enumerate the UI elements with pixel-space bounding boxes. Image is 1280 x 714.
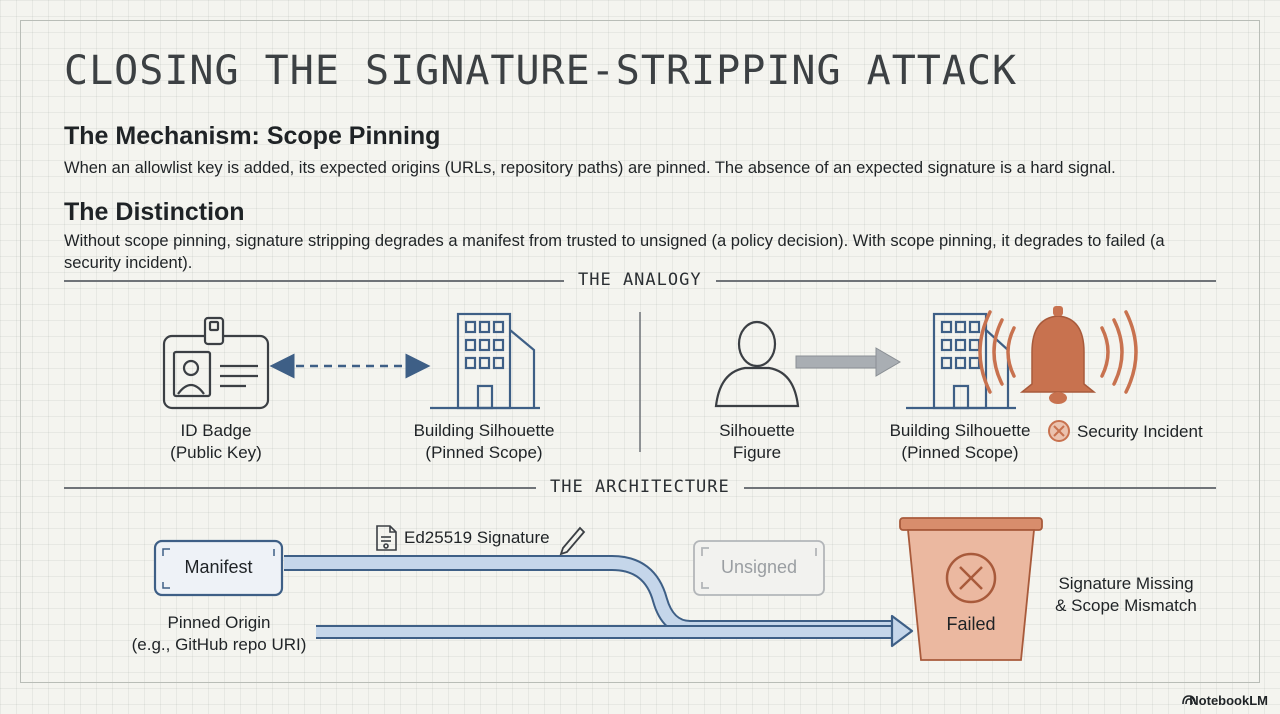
mismatch-caption-line1: Signature Missing	[1058, 574, 1194, 593]
mismatch-caption-line2: & Scope Mismatch	[1055, 596, 1197, 615]
architecture-label: THE ARCHITECTURE	[550, 477, 730, 497]
document-icon	[376, 525, 397, 551]
id-badge-icon	[162, 316, 270, 410]
flow-arrowhead	[890, 614, 914, 648]
pinned-origin-caption-line2: (e.g., GitHub repo URI)	[131, 635, 307, 654]
frame-top-line	[20, 20, 1260, 21]
brand-label: NotebookLM	[1189, 693, 1268, 708]
analogy-label: THE ANALOGY	[578, 270, 702, 290]
signature-label: Ed25519 Signature	[404, 528, 550, 547]
silhouette-figure-icon	[714, 320, 800, 408]
manifest-box	[153, 539, 284, 597]
alarm-bell-icon	[978, 306, 1138, 404]
notebooklm-logo-icon	[1182, 695, 1196, 705]
mismatch-caption: Signature Missing & Scope Mismatch	[1046, 573, 1206, 617]
pinned-origin-caption-line1: Pinned Origin	[167, 613, 271, 632]
distinction-text: Without scope pinning, signature strippi…	[64, 232, 1165, 272]
failed-label: Failed	[946, 614, 996, 634]
failed-bucket-icon	[899, 517, 1043, 661]
building-right-caption-line2: (Pinned Scope)	[901, 443, 1019, 462]
id-badge-caption-line1: ID Badge	[180, 421, 252, 440]
distinction-heading: The Distinction	[64, 198, 245, 226]
grey-arrow-icon	[795, 347, 901, 377]
analogy-divider-left	[64, 280, 564, 282]
architecture-divider-right	[744, 487, 1216, 489]
building-right-caption-line1: Building Silhouette	[889, 421, 1031, 440]
frame-bottom-line	[20, 682, 1260, 683]
architecture-divider-left	[64, 487, 536, 489]
building-left-caption-line2: (Pinned Scope)	[425, 443, 543, 462]
incident-x-icon	[1048, 420, 1070, 442]
building-left-caption-line1: Building Silhouette	[413, 421, 555, 440]
unsigned-box	[693, 540, 825, 596]
building-left-icon	[430, 312, 540, 410]
analogy-divider-right	[716, 280, 1216, 282]
building-left-caption: Building Silhouette (Pinned Scope)	[400, 420, 568, 464]
figure-caption-line1: Silhouette	[719, 421, 795, 440]
unsigned-label: Unsigned	[720, 557, 798, 577]
security-incident-label: Security Incident	[1077, 422, 1203, 441]
page-title: CLOSING THE SIGNATURE-STRIPPING ATTACK	[64, 48, 1018, 94]
pen-icon	[559, 526, 586, 556]
manifest-label: Manifest	[184, 557, 253, 577]
mechanism-heading: The Mechanism: Scope Pinning	[64, 122, 441, 150]
frame-right-line	[1259, 20, 1260, 682]
pinned-origin-caption: Pinned Origin (e.g., GitHub repo URI)	[124, 612, 314, 656]
frame-left-line	[20, 20, 21, 682]
building-right-caption: Building Silhouette (Pinned Scope)	[876, 420, 1044, 464]
id-badge-caption-line2: (Public Key)	[170, 443, 262, 462]
mechanism-text: When an allowlist key is added, its expe…	[64, 159, 1116, 177]
figure-caption-line2: Figure	[732, 443, 782, 462]
id-badge-caption: ID Badge (Public Key)	[146, 420, 286, 464]
figure-caption: Silhouette Figure	[697, 420, 817, 464]
